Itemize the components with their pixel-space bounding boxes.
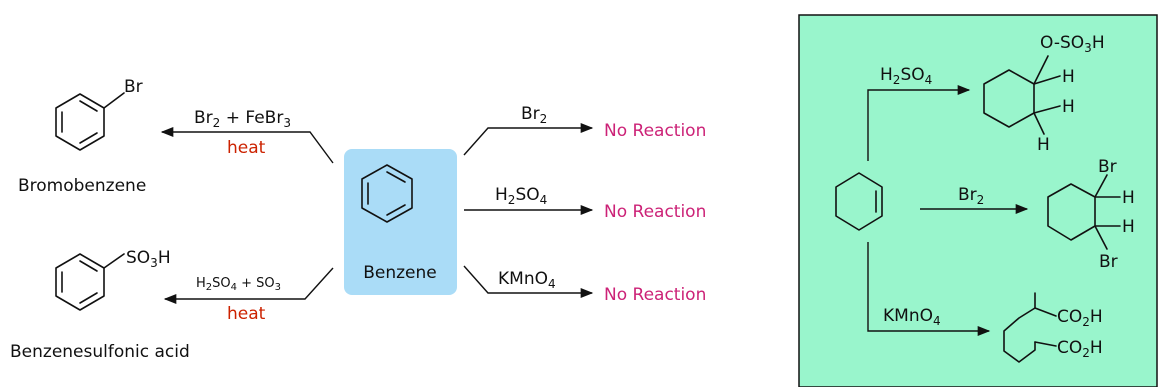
sulfonic-substituent: SO3H [126, 248, 171, 270]
br2-reagent: Br2 [521, 104, 547, 126]
carboxyl-group-1: CO2H [1057, 307, 1103, 329]
hydrosulfate-product-structure [983, 55, 1061, 135]
alkene-panel [798, 14, 1158, 387]
top-h2: H [1062, 97, 1075, 117]
sulfonation-reagent: H2SO4 + SO3 [196, 276, 281, 293]
cyclohexene-structure [835, 172, 883, 231]
bromo-substituent: Br [124, 77, 143, 97]
alkene-br2-reagent: Br2 [958, 185, 984, 207]
top-h3: H [1037, 135, 1050, 155]
middle-h2: H [1122, 217, 1135, 237]
sulfonation-arrow [163, 267, 334, 305]
sulfonation-condition: heat [227, 304, 266, 324]
benzenesulfonic-acid-name: Benzenesulfonic acid [10, 342, 190, 362]
hydrosulfate-group: O-SO3H [1040, 33, 1105, 55]
benzene-structure [361, 164, 413, 223]
bromination-reagent: Br2 + FeBr3 [194, 108, 291, 130]
bromobenzene-name: Bromobenzene [18, 176, 146, 196]
benzene-highlight-box [344, 149, 457, 295]
br-bottom: Br [1099, 252, 1118, 272]
kmno4-reagent: KMnO4 [498, 269, 556, 291]
alkene-h2so4-reagent: H2SO4 [880, 65, 932, 87]
benzenesulfonic-acid-structure [55, 253, 125, 311]
alkene-h2so4-arrow [867, 84, 971, 161]
br-top: Br [1098, 157, 1117, 177]
carboxyl-group-2: CO2H [1057, 338, 1103, 360]
br2-result: No Reaction [604, 121, 706, 141]
benzene-label: Benzene [363, 263, 437, 283]
bromobenzene-structure [55, 92, 125, 151]
middle-h1: H [1122, 188, 1135, 208]
dibromide-product-structure [1047, 174, 1121, 250]
bromination-condition: heat [227, 138, 266, 158]
adipic-acid-structure [1003, 292, 1057, 363]
alkene-kmno4-arrow [867, 242, 991, 337]
h2so4-reagent: H2SO4 [495, 185, 547, 207]
bromination-arrow [160, 126, 334, 164]
kmno4-result: No Reaction [604, 285, 706, 305]
kmno4-arrow [463, 265, 594, 299]
alkene-kmno4-reagent: KMnO4 [883, 306, 941, 328]
br2-arrow [463, 122, 594, 156]
h2so4-result: No Reaction [604, 202, 706, 222]
top-h1: H [1062, 67, 1075, 87]
